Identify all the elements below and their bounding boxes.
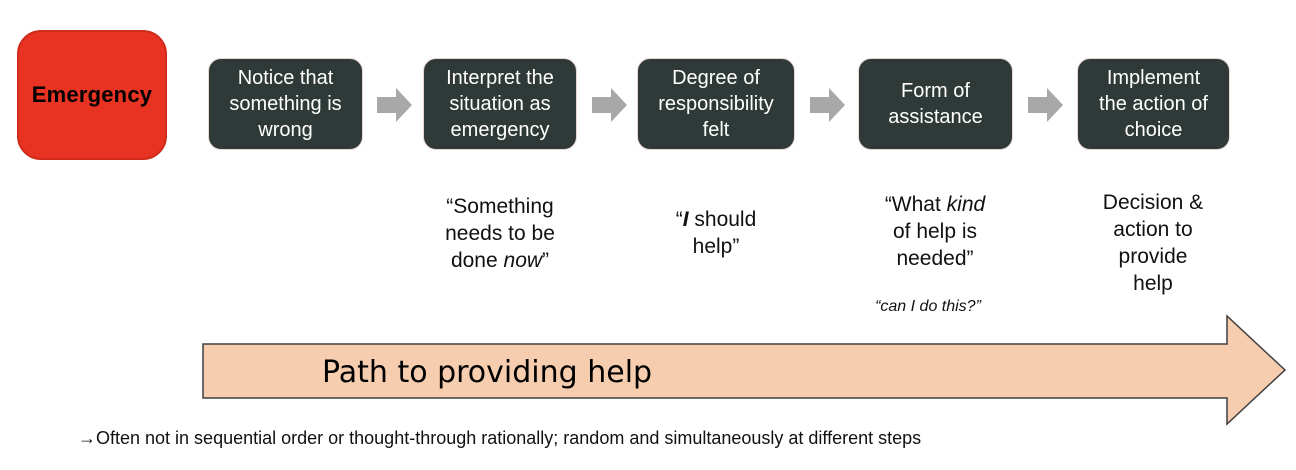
quote-text: “Something needs to be done	[445, 195, 555, 272]
quote-text-italic: now	[503, 249, 543, 272]
step-box-interpret: Interpret the situation as emergency	[423, 58, 577, 150]
step-label: Degree of responsibility felt	[658, 67, 774, 141]
quote-something-now: “Something needs to be done now”	[410, 193, 590, 274]
step-label: Form of assistance	[888, 80, 983, 128]
quote-can-i-do-this: “can I do this?”	[875, 298, 981, 315]
step-box-implement: Implement the action of choice	[1077, 58, 1230, 150]
quote-i-should-help: “I should help”	[638, 206, 794, 260]
quote-text: ”	[542, 249, 550, 272]
footnote: →Often not in sequential order or though…	[78, 428, 921, 449]
emergency-label: Emergency	[31, 82, 153, 107]
note-decision-action: Decision & action to provide help	[1102, 191, 1204, 295]
quote-text: “	[675, 208, 683, 231]
path-arrow-label: Path to providing help	[322, 355, 653, 390]
quote-text: “What	[884, 193, 947, 216]
footnote-text: Often not in sequential order or thought…	[96, 428, 922, 448]
quote-what-kind: “What kind of help is needed”	[853, 191, 1017, 272]
quote-text: of help is needed”	[892, 220, 978, 270]
flow-arrow-icon	[1028, 88, 1063, 122]
emergency-box: Emergency	[17, 30, 167, 160]
step-box-responsibility: Degree of responsibility felt	[637, 58, 795, 150]
flow-arrow-icon	[810, 88, 845, 122]
step-box-notice: Notice that something is wrong	[208, 58, 363, 150]
step-label: Interpret the situation as emergency	[446, 67, 554, 141]
step-label: Implement the action of choice	[1099, 67, 1208, 141]
right-arrow-icon: →	[78, 428, 96, 448]
quote-text-italic: kind	[946, 193, 986, 216]
flow-arrow-icon	[592, 88, 627, 122]
flow-arrow-icon	[377, 88, 412, 122]
quote-text: should help”	[692, 208, 757, 258]
step-box-assistance: Form of assistance	[858, 58, 1013, 150]
quote-text-bold-italic: I	[682, 208, 689, 231]
step-label: Notice that something is wrong	[229, 67, 342, 141]
path-arrow	[202, 314, 1287, 426]
